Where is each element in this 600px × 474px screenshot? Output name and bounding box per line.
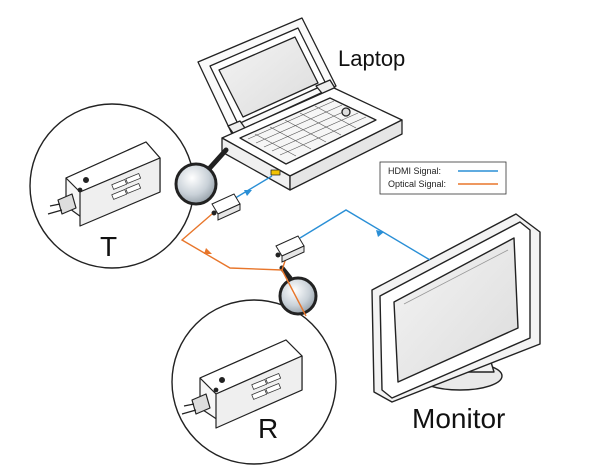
laptop-label: Laptop bbox=[338, 46, 405, 71]
hdmi-signal-arrow bbox=[244, 190, 252, 196]
transmitter-dongle bbox=[211, 193, 241, 221]
receiver-dongle bbox=[275, 235, 305, 263]
magnifier-icon bbox=[278, 265, 318, 316]
legend: HDMI Signal: Optical Signal: bbox=[379, 161, 507, 195]
transmitter-label: T bbox=[100, 231, 117, 262]
hdmi-signal-arrow bbox=[376, 230, 384, 237]
receiver-label: R bbox=[258, 413, 278, 444]
hdmi-signal-line-monitor bbox=[299, 209, 431, 261]
optical-signal-arrow bbox=[204, 248, 212, 254]
transmitter-inset: T bbox=[29, 103, 195, 269]
legend-hdmi-label: HDMI Signal: bbox=[388, 166, 441, 176]
laptop-icon bbox=[197, 17, 403, 191]
monitor-icon bbox=[371, 213, 541, 403]
optical-signal-line-to-inset bbox=[281, 269, 307, 317]
monitor-label: Monitor bbox=[412, 403, 505, 434]
magnifier-icon bbox=[174, 147, 229, 206]
legend-optical-label: Optical Signal: bbox=[388, 179, 446, 189]
optical-signal-line bbox=[180, 213, 287, 271]
hdmi-receiver-module bbox=[181, 339, 303, 429]
hdmi-signal-line-laptop bbox=[231, 175, 273, 201]
receiver-inset: R bbox=[171, 299, 337, 465]
hdmi-transmitter-module bbox=[47, 141, 161, 227]
